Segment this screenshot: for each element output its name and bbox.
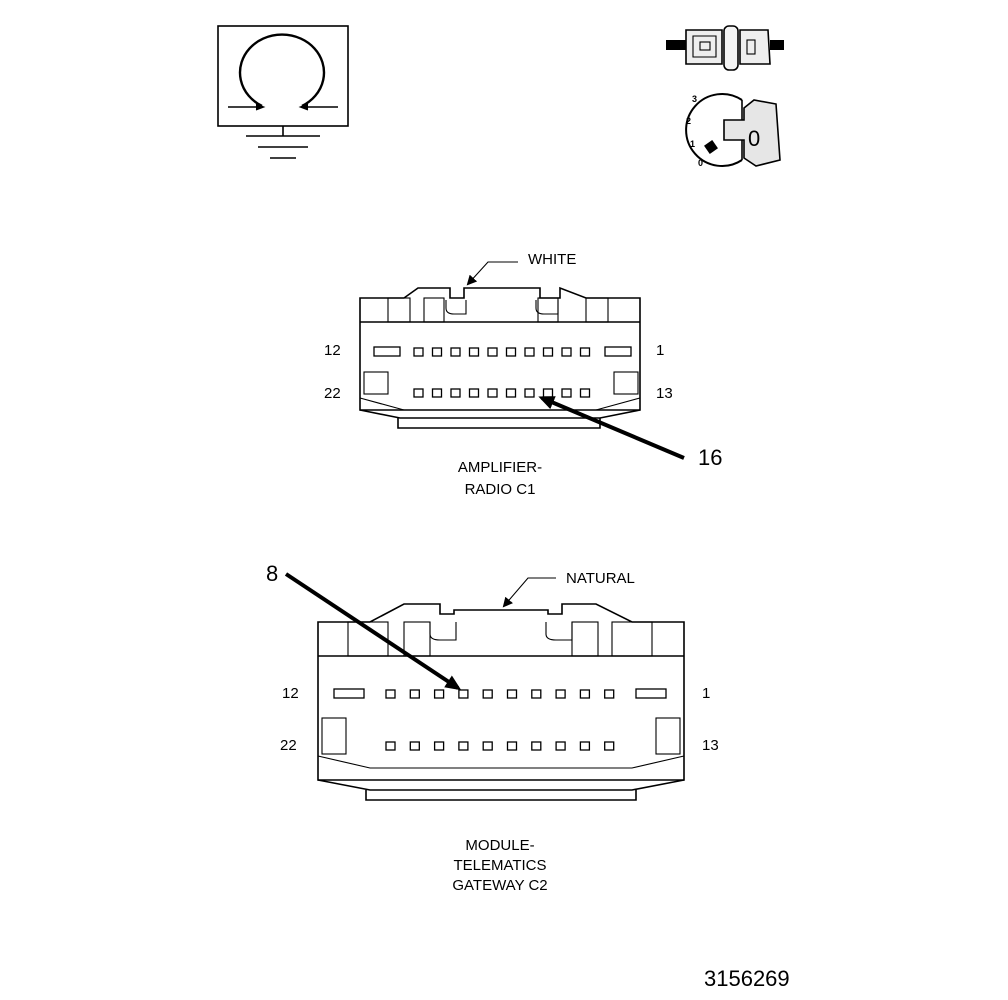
- key-position-1: 1: [690, 139, 695, 149]
- c2-cavity-wide-12: [333, 688, 365, 699]
- c1-pin-label-12: 12: [324, 342, 341, 359]
- c2-bottom-cavity: [506, 741, 518, 751]
- c2-bottom-cavity: [604, 741, 615, 751]
- connector-side-view-icon: [666, 25, 784, 71]
- c1-bottom-cavity: [542, 388, 554, 398]
- c2-top-cavity: [458, 689, 469, 699]
- figure-number: 3156269: [704, 966, 790, 991]
- c1-name-line-1: AMPLIFIER-: [458, 459, 542, 476]
- c2-bottom-cavity: [555, 741, 566, 751]
- c1-bottom-cavity: [505, 388, 517, 398]
- c1-top-cavity: [505, 347, 517, 357]
- c1-cavity-row-top: [413, 347, 591, 357]
- c1-top-cavity: [524, 347, 535, 357]
- c1-bottom-cavity: [431, 388, 443, 398]
- c2-bottom-cavity: [579, 741, 591, 751]
- c1-color-label: WHITE: [528, 251, 576, 268]
- c2-pin-label-13: 13: [702, 737, 719, 754]
- c2-top-cavity: [482, 689, 493, 699]
- c1-bottom-cavity: [450, 388, 461, 398]
- c2-color-label: NATURAL: [566, 570, 635, 587]
- c2-name-line-2: TELEMATICS: [453, 857, 546, 874]
- c1-color-pointer: [466, 261, 518, 286]
- c2-color-pointer: [502, 577, 556, 608]
- c2-callout-arrow: [284, 572, 462, 691]
- c1-cavity-row-bottom: [413, 388, 591, 398]
- c2-top-cavity: [579, 689, 591, 699]
- c1-bottom-cavity: [487, 388, 498, 398]
- key-position-3: 3: [692, 94, 697, 104]
- c2-callout-pin-number: 8: [266, 561, 278, 586]
- c1-top-cavity: [561, 347, 572, 357]
- c1-cavity-wide-1: [604, 346, 632, 357]
- c1-name-line-2: RADIO C1: [465, 481, 536, 498]
- connector-c1-housing: [359, 286, 641, 429]
- c1-top-cavity: [579, 347, 591, 357]
- c2-top-cavity: [506, 689, 518, 699]
- c2-bottom-cavity: [458, 741, 469, 751]
- c1-bottom-cavity: [468, 388, 480, 398]
- c2-top-cavity: [385, 689, 396, 699]
- c1-top-cavity: [468, 347, 480, 357]
- c1-pin-label-22: 22: [324, 385, 341, 402]
- c1-callout-arrow: [538, 396, 685, 460]
- c2-pin-label-22: 22: [280, 737, 297, 754]
- c1-top-cavity: [450, 347, 461, 357]
- c2-bottom-cavity: [531, 741, 542, 751]
- c2-bottom-cavity: [482, 741, 493, 751]
- c2-bottom-cavity: [433, 741, 445, 751]
- ground-connector-icon: [217, 25, 349, 159]
- c1-bottom-cavity: [561, 388, 572, 398]
- c2-top-cavity: [433, 689, 445, 699]
- c2-top-cavity: [531, 689, 542, 699]
- key-position-2: 2: [686, 116, 691, 126]
- key-position-0: 0: [698, 158, 703, 168]
- c2-top-cavity: [555, 689, 566, 699]
- c2-top-cavity: [604, 689, 615, 699]
- c2-cavity-row-top: [385, 689, 615, 699]
- c2-bottom-cavity: [385, 741, 396, 751]
- c2-top-cavity: [409, 689, 420, 699]
- c2-pin-label-1: 1: [702, 685, 710, 702]
- c2-name-line-3: GATEWAY C2: [452, 877, 547, 894]
- c2-cavity-wide-1: [635, 688, 667, 699]
- c2-name-line-1: MODULE-: [465, 837, 534, 854]
- c1-top-cavity: [431, 347, 443, 357]
- connector-c2-housing: [317, 603, 685, 801]
- key-switch-icon: 0 3 2 1 0: [685, 93, 781, 168]
- c2-pin-label-12: 12: [282, 685, 299, 702]
- key-switch-position: 0: [748, 126, 760, 151]
- c1-bottom-cavity: [413, 388, 424, 398]
- c1-pin-label-1: 1: [656, 342, 664, 359]
- connector-c1: 12 1 22 13 WHITE 16 AMPLIFIER- RADIO C1: [324, 251, 722, 498]
- connector-c2: 12 1 22 13 NATURAL 8 MODULE- TELEMATICS …: [266, 561, 719, 894]
- c1-top-cavity: [487, 347, 498, 357]
- c1-bottom-cavity: [579, 388, 591, 398]
- c2-bottom-cavity: [409, 741, 420, 751]
- c1-pin-label-13: 13: [656, 385, 673, 402]
- c2-cavity-row-bottom: [385, 741, 615, 751]
- c1-top-cavity: [413, 347, 424, 357]
- c1-top-cavity: [542, 347, 554, 357]
- c1-bottom-cavity: [524, 388, 535, 398]
- c1-callout-pin-number: 16: [698, 445, 722, 470]
- c1-cavity-wide-12: [373, 346, 401, 357]
